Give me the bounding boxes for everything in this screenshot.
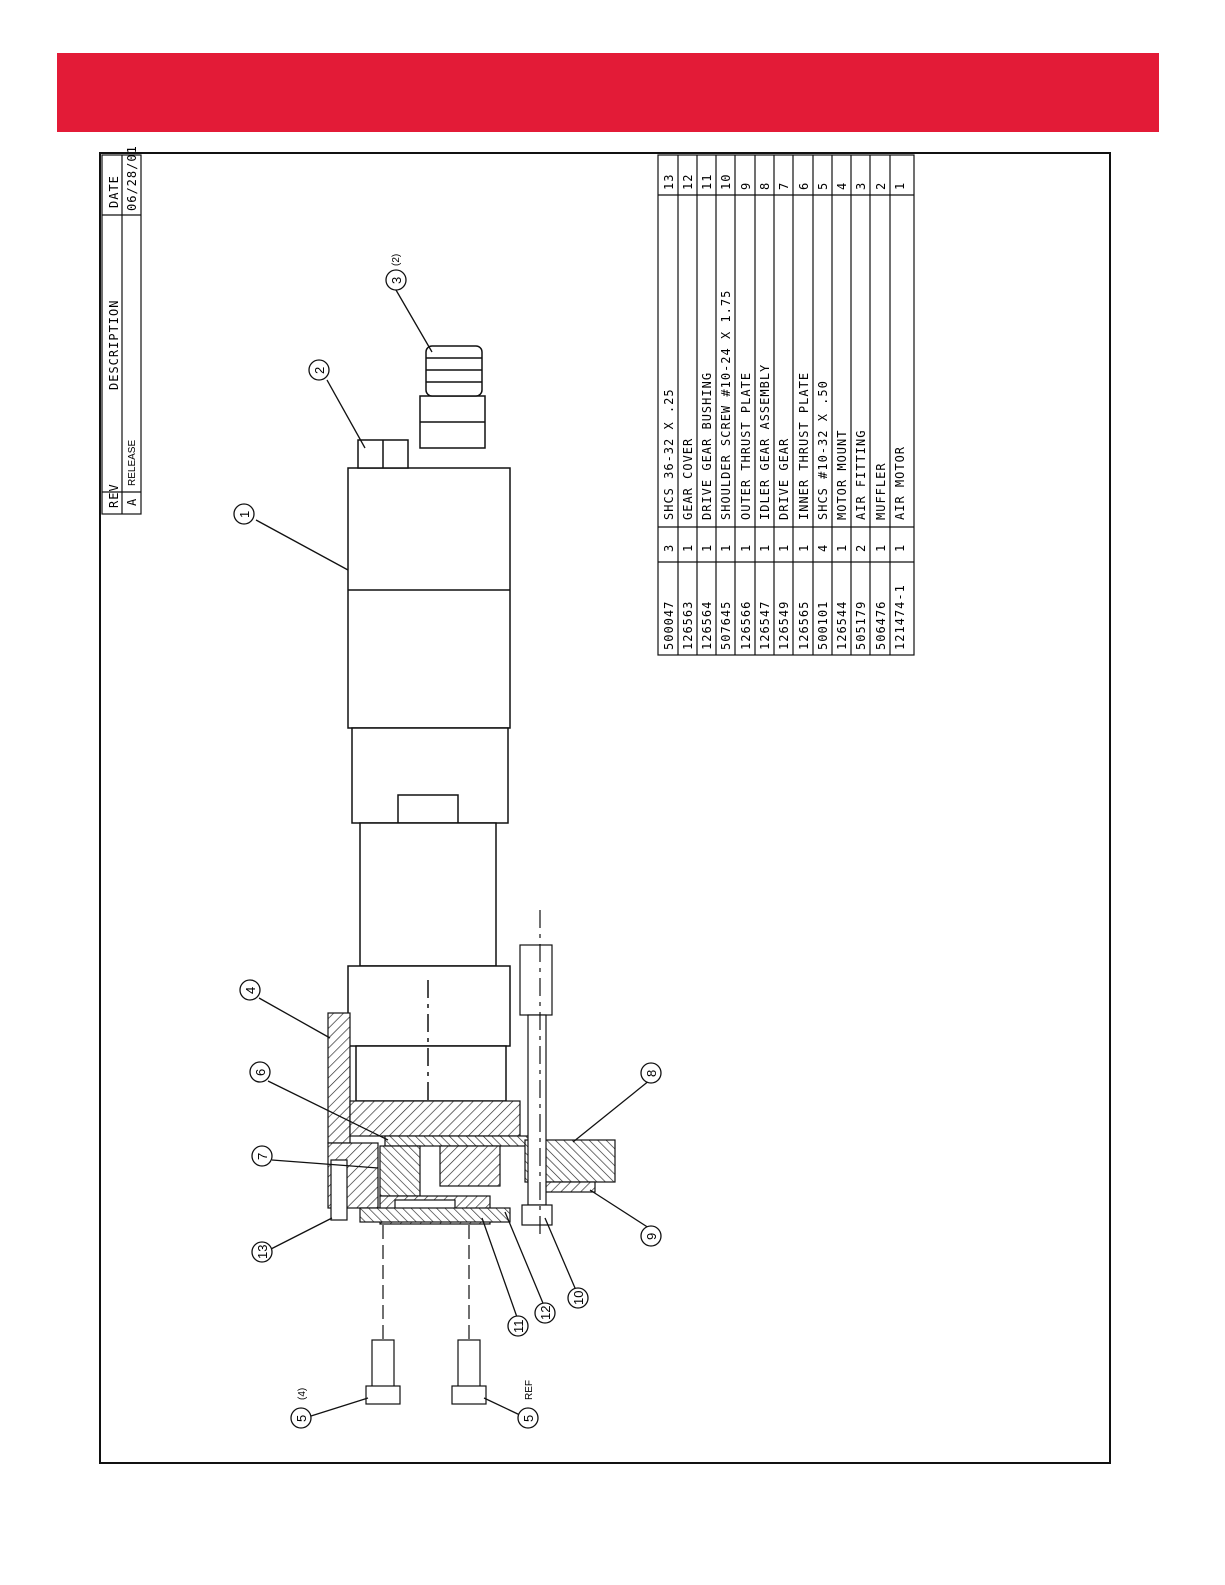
part-no-cell: 126565 xyxy=(797,601,811,650)
balloon-5-right: 5 xyxy=(521,1415,536,1422)
balloon-3-qty: (2) xyxy=(391,254,402,266)
balloon-7: 7 xyxy=(255,1153,270,1160)
item-cell: 4 xyxy=(835,182,849,190)
motor-mount xyxy=(327,1012,521,1209)
qty-cell: 1 xyxy=(797,544,811,552)
balloon-5-left: 5 xyxy=(294,1415,309,1422)
part-no-cell: 506476 xyxy=(874,601,888,650)
balloon-2: 2 xyxy=(312,367,327,374)
description-cell: SHCS #10-32 X .50 xyxy=(816,380,830,520)
shoulder-screw xyxy=(519,910,553,1240)
balloon-8: 8 xyxy=(644,1070,659,1077)
part-no-cell: 507645 xyxy=(719,601,733,650)
description-cell: DRIVE GEAR xyxy=(777,438,791,520)
item-cell: 3 xyxy=(854,182,868,190)
qty-cell: 4 xyxy=(816,544,830,552)
description-cell: AIR MOTOR xyxy=(893,446,907,520)
description-cell: AIR FITTING xyxy=(854,430,868,520)
qty-cell: 1 xyxy=(758,544,772,552)
part-no-cell: 500047 xyxy=(662,601,676,650)
item-cell: 12 xyxy=(681,174,695,190)
revision-block xyxy=(101,154,142,515)
part-no-cell: 505179 xyxy=(854,601,868,650)
part-no-cell: 121474-1 xyxy=(893,584,907,650)
balloon-5-right-ref: REF xyxy=(524,1380,535,1400)
balloon-11: 11 xyxy=(511,1320,526,1334)
balloon-5-left-qty: (4) xyxy=(297,1388,308,1400)
qty-cell: 1 xyxy=(700,544,714,552)
description-cell: IDLER GEAR ASSEMBLY xyxy=(758,364,772,520)
balloon-6: 6 xyxy=(253,1069,268,1076)
description-cell: OUTER THRUST PLATE xyxy=(739,372,753,520)
description-cell: INNER THRUST PLATE xyxy=(797,372,811,520)
qty-cell: 1 xyxy=(719,544,733,552)
item-cell: 5 xyxy=(816,182,830,190)
qty-cell: 2 xyxy=(854,544,868,552)
balloon-1: 1 xyxy=(237,511,252,518)
rev-date: 06/28/01 xyxy=(125,145,139,211)
part-no-cell: 126549 xyxy=(777,601,791,650)
rev-date-header: DATE xyxy=(107,175,121,208)
qty-cell: 3 xyxy=(662,544,676,552)
qty-cell: 1 xyxy=(739,544,753,552)
loose-screws xyxy=(330,1159,487,1405)
part-no-cell: 126564 xyxy=(700,601,714,650)
part-no-cell: 500101 xyxy=(816,601,830,650)
leader-lines xyxy=(255,289,651,1417)
part-no-cell: 126544 xyxy=(835,601,849,650)
description-cell: DRIVE GEAR BUSHING xyxy=(700,372,714,520)
inner-thrust-plate xyxy=(384,1135,536,1147)
description-cell: GEAR COVER xyxy=(681,438,695,520)
item-cell: 10 xyxy=(719,174,733,190)
item-cell: 9 xyxy=(739,182,753,190)
balloon-13: 13 xyxy=(255,1245,270,1259)
rev-header: REV xyxy=(107,483,121,508)
parts-list-rows: 500047 3 SHCS 36-32 X .25 13 126563 1 GE… xyxy=(662,174,888,650)
air-fitting xyxy=(419,345,486,449)
air-motor-body xyxy=(347,467,511,1150)
description-cell: SHOULDER SCREW #10-24 X 1.75 xyxy=(719,290,733,520)
part-no-cell: 126566 xyxy=(739,601,753,650)
qty-cell: 1 xyxy=(777,544,791,552)
qty-cell: 1 xyxy=(874,544,888,552)
description-cell: MUFFLER xyxy=(874,462,888,520)
balloon-12: 12 xyxy=(538,1306,553,1320)
item-balloons xyxy=(233,269,662,1429)
balloon-9: 9 xyxy=(644,1233,659,1240)
header-banner xyxy=(57,53,1159,132)
parts-list-table xyxy=(657,154,915,656)
item-cell: 13 xyxy=(662,174,676,190)
balloon-labels: 1 2 3 (2) 4 6 7 8 9 10 12 11 13 5 (4) 5 … xyxy=(237,254,659,1422)
part-no-cell: 126563 xyxy=(681,601,695,650)
rev-description-header: DESCRIPTION xyxy=(107,300,121,390)
item-cell: 7 xyxy=(777,182,791,190)
drawing-frame xyxy=(99,152,1111,1464)
part-no-cell: 126547 xyxy=(758,601,772,650)
rev-letter: A xyxy=(125,498,139,506)
item-cell: 8 xyxy=(758,182,772,190)
balloon-3: 3 xyxy=(389,277,404,284)
description-cell: MOTOR MOUNT xyxy=(835,430,849,520)
qty-cell: 1 xyxy=(835,544,849,552)
item-cell: 6 xyxy=(797,182,811,190)
qty-cell: 1 xyxy=(681,544,695,552)
rev-release-text: RELEASE xyxy=(127,440,138,486)
qty-cell: 1 xyxy=(893,544,907,552)
balloon-4: 4 xyxy=(243,987,258,994)
muffler xyxy=(357,439,409,469)
balloon-10: 10 xyxy=(571,1291,586,1305)
item-cell: 1 xyxy=(893,182,907,190)
item-cell: 11 xyxy=(700,174,714,190)
gear-train xyxy=(359,1139,616,1225)
description-cell: SHCS 36-32 X .25 xyxy=(662,388,676,520)
item-cell: 2 xyxy=(874,182,888,190)
